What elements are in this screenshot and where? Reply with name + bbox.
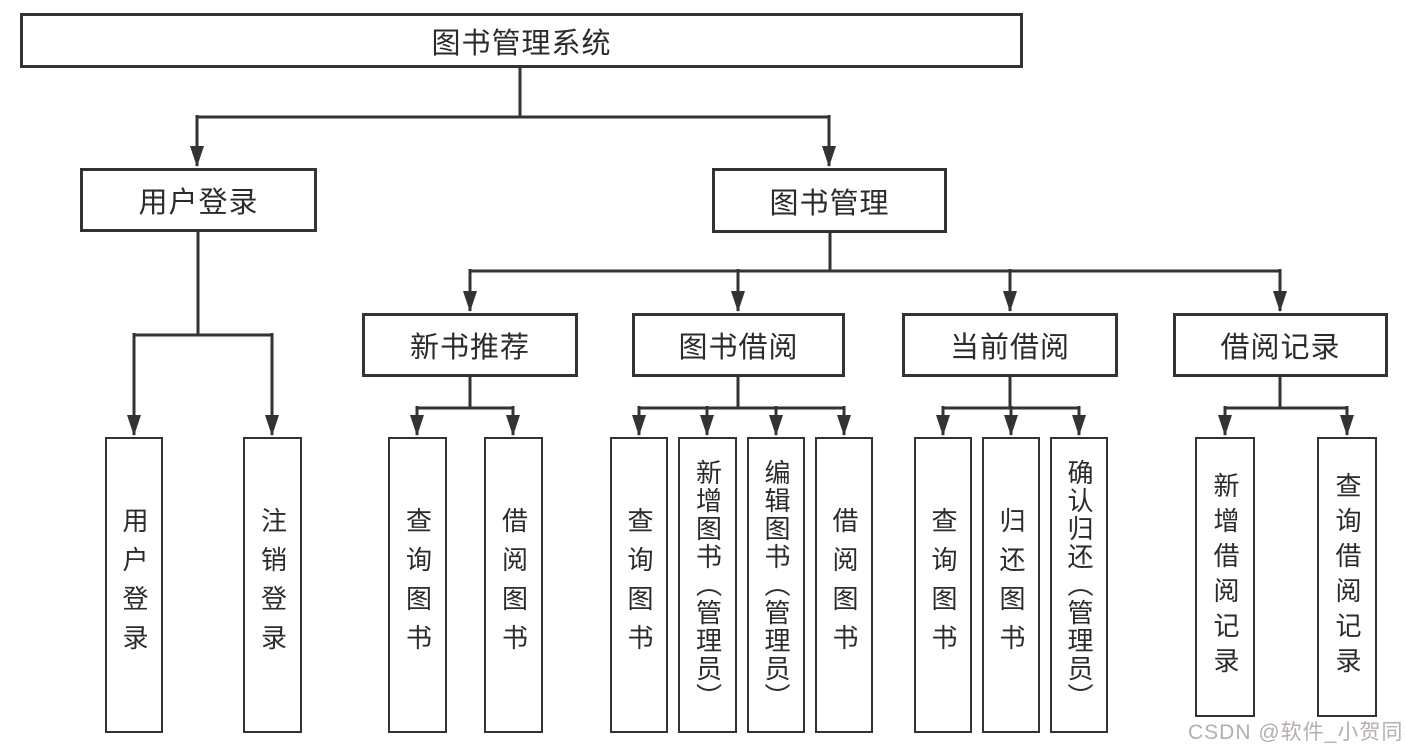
node-label: 注销登录: [257, 507, 288, 663]
connector-root-to-level2: [190, 68, 836, 167]
leaf-return-books: 归还图书: [982, 437, 1040, 733]
connector-user-login-to-children: [127, 232, 279, 436]
connector-current-borrow-to-children: [936, 377, 1086, 436]
node-label: 编辑图书（管理员）: [761, 459, 791, 711]
node-label: 查询借阅记录: [1332, 472, 1362, 682]
node-label: 图书管理: [769, 187, 890, 220]
node-label: 新增图书（管理员）: [692, 459, 723, 711]
node-label: 借阅记录: [1220, 332, 1341, 364]
connector-book-management-to-level3: [463, 233, 1287, 312]
leaf-add-borrow-record: 新增借阅记录: [1195, 437, 1255, 717]
node-label: 查询图书: [624, 507, 654, 663]
leaf-logout: 注销登录: [243, 437, 302, 733]
leaf-borrow-books: 借阅图书: [815, 437, 873, 733]
node-label: 图书借阅: [678, 332, 799, 364]
leaf-edit-books-admin: 编辑图书（管理员）: [747, 437, 805, 733]
node-label: 借阅图书: [498, 507, 529, 663]
connector-borrow-records-to-children: [1218, 377, 1354, 436]
node-label: 用户登录: [138, 187, 259, 219]
node-label: 新书推荐: [409, 332, 530, 364]
leaf-borrow-books-recommend: 借阅图书: [484, 437, 543, 733]
leaf-add-books-admin: 新增图书（管理员）: [678, 437, 737, 733]
connector-new-book-recommend-to-children: [410, 377, 520, 436]
leaf-query-books-borrow: 查询图书: [610, 437, 668, 733]
node-label: 确认归还（管理员）: [1064, 459, 1094, 711]
connector-book-borrow-to-children: [632, 377, 851, 436]
node-current-borrow: 当前借阅: [902, 313, 1118, 377]
node-label: 归还图书: [996, 507, 1026, 663]
node-user-login: 用户登录: [80, 168, 317, 232]
csdn-watermark: CSDN @软件_小贺同学: [1188, 721, 1405, 744]
leaf-user-login: 用户登录: [105, 437, 163, 733]
node-label: 用户登录: [119, 507, 149, 663]
node-library-management-system: 图书管理系统: [20, 13, 1023, 68]
node-label: 查询图书: [402, 507, 433, 663]
leaf-query-borrow-record: 查询借阅记录: [1317, 437, 1377, 717]
leaf-query-books-current: 查询图书: [914, 437, 972, 733]
node-label: 图书管理系统: [431, 27, 612, 60]
node-label: 当前借阅: [949, 332, 1070, 364]
node-label: 查询图书: [928, 507, 958, 663]
node-borrow-records: 借阅记录: [1173, 313, 1388, 377]
node-label: 新增借阅记录: [1210, 472, 1240, 682]
leaf-query-books-recommend: 查询图书: [388, 437, 447, 733]
leaf-confirm-return-admin: 确认归还（管理员）: [1050, 437, 1108, 733]
node-new-book-recommend: 新书推荐: [362, 313, 578, 377]
node-label: 借阅图书: [829, 507, 859, 663]
node-book-borrow: 图书借阅: [632, 313, 845, 377]
node-book-management: 图书管理: [712, 168, 947, 233]
